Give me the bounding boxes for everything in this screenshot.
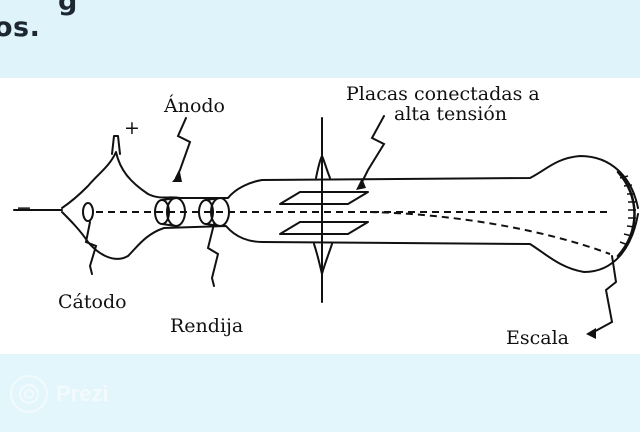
heading-fragment-top: g (58, 0, 78, 17)
slide-header: g os. (0, 0, 640, 78)
scale-label: Escala (506, 327, 569, 349)
electron-beam-deflected (369, 211, 611, 255)
scale-pointer (589, 255, 618, 335)
plates-pointer (359, 115, 386, 187)
prezi-brand-text: Prezi (56, 381, 109, 406)
slide-footer: Prezi (0, 354, 640, 432)
plates-label-line1: Placas conectadas a (346, 83, 540, 105)
cathode-label: Cátodo (58, 291, 127, 313)
prezi-logo-icon (10, 375, 48, 413)
plus-sign: + (124, 117, 140, 139)
tube-outline-top (61, 151, 639, 209)
cathode-ray-tube-drawing: + − Ánodo Placas conectadas a alta tensi… (13, 83, 639, 349)
scale-ticks (619, 175, 636, 246)
anode-pointer (175, 117, 192, 179)
cathode-pointer (84, 221, 98, 275)
anode-label: Ánodo (163, 94, 225, 117)
screen-arc (616, 170, 636, 258)
cathode-disc (82, 202, 94, 222)
slit-pointer (206, 223, 220, 287)
crt-diagram: + − Ánodo Placas conectadas a alta tensi… (0, 78, 640, 354)
anode-terminal (111, 135, 121, 155)
deflection-plate-bottom (279, 221, 369, 235)
deflection-plate-top (279, 191, 369, 205)
prezi-watermark: Prezi (10, 374, 109, 414)
minus-sign: − (16, 197, 32, 219)
plates-label-line2: alta tensión (394, 103, 507, 125)
heading-fragment-left: os. (0, 12, 41, 43)
slit-label: Rendija (170, 315, 243, 337)
